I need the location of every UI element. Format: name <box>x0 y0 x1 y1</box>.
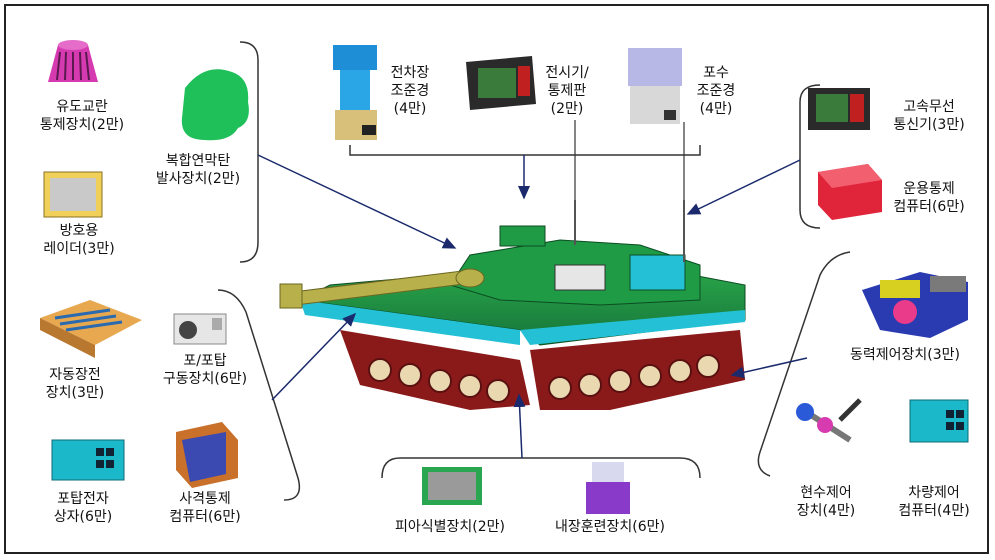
label-piasik: 피아식별장치(2만) <box>395 519 505 535</box>
icon-posu <box>628 48 682 124</box>
icon-sagyeok <box>176 422 238 488</box>
label-jeonsigi: 전시기/통제판(2만) <box>545 65 589 117</box>
icon-jeonsigi <box>466 56 536 110</box>
icon-banghoyong <box>43 171 103 218</box>
icon-charyang <box>909 399 969 443</box>
icon-hyeonsu <box>796 398 862 443</box>
label-dongryeok: 동력제어장치(3만) <box>850 347 960 363</box>
tank-illustration <box>279 200 746 410</box>
icon-potapjeonja <box>51 439 125 481</box>
icon-jadong <box>40 300 142 358</box>
label-naejang: 내장훈련장치(6만) <box>555 519 665 535</box>
icon-dongryeok <box>862 272 968 338</box>
icon-bokhap <box>181 69 249 141</box>
icon-popotap <box>173 313 227 345</box>
leader-lines <box>574 120 685 200</box>
icon-gosok <box>808 88 870 130</box>
icon-jeonchajang <box>333 45 377 140</box>
icon-piasik <box>422 467 482 505</box>
connector-arrows <box>257 154 808 459</box>
icon-unyong <box>818 164 882 220</box>
icon-naejang <box>586 462 630 514</box>
icon-yudo <box>48 40 98 82</box>
group-brackets <box>217 41 851 501</box>
